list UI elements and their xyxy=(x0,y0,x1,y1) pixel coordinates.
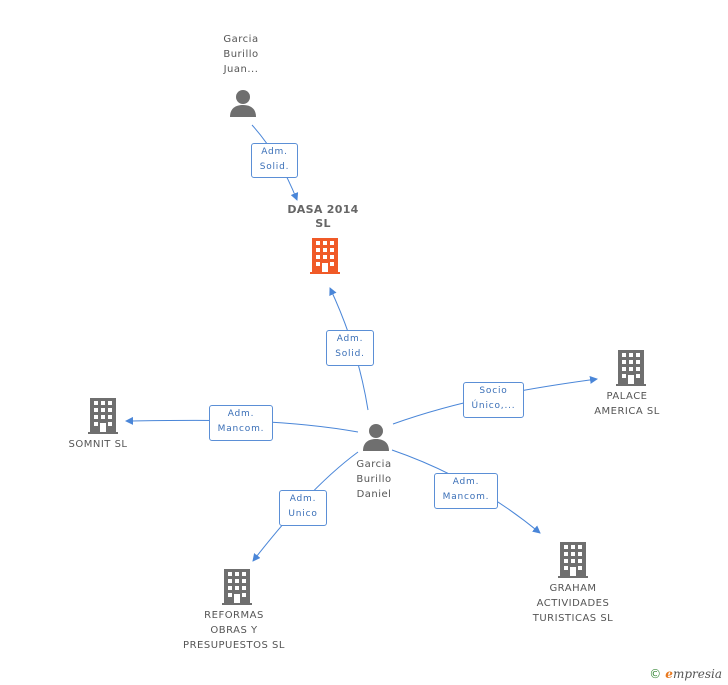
building-icon[interactable] xyxy=(616,350,646,390)
edge-label-daniel-graham: Adm. Mancom. xyxy=(434,473,498,509)
edge-label-juan-dasa: Adm. Solid. xyxy=(251,143,298,178)
building-icon[interactable] xyxy=(88,398,118,438)
copyright-symbol: © xyxy=(649,667,662,681)
brand-logo: empresia xyxy=(665,667,722,681)
node-label-garcia-burillo-juan[interactable]: Garcia Burillo Juan... xyxy=(223,34,259,75)
node-label-garcia-burillo-daniel[interactable]: Garcia Burillo Daniel xyxy=(356,459,392,500)
node-label-somnit-sl[interactable]: SOMNIT SL xyxy=(68,439,128,450)
node-label-dasa-2014-sl[interactable]: DASA 2014 SL xyxy=(287,203,359,230)
edge-label-daniel-reformas: Adm. Unico xyxy=(279,490,327,526)
edge-label-daniel-palace: Socio Único,... xyxy=(463,382,524,418)
edge-label-daniel-dasa: Adm. Solid. xyxy=(326,330,374,366)
node-label-palace-america-sl[interactable]: PALACE AMERICA SL xyxy=(594,391,660,417)
building-icon[interactable] xyxy=(558,542,588,582)
person-icon[interactable] xyxy=(228,88,258,122)
empresia-watermark: ©empresia xyxy=(649,667,722,681)
edge-label-daniel-somnit: Adm. Mancom. xyxy=(209,405,273,441)
node-label-reformas-obras-y-presupuestos-sl[interactable]: REFORMAS OBRAS Y PRESUPUESTOS SL xyxy=(183,610,285,651)
person-icon[interactable] xyxy=(361,422,391,456)
node-label-graham-actividades-turisticas-sl[interactable]: GRAHAM ACTIVIDADES TURISTICAS SL xyxy=(532,583,614,624)
building-icon-focus[interactable] xyxy=(310,238,340,278)
building-icon[interactable] xyxy=(222,569,252,609)
